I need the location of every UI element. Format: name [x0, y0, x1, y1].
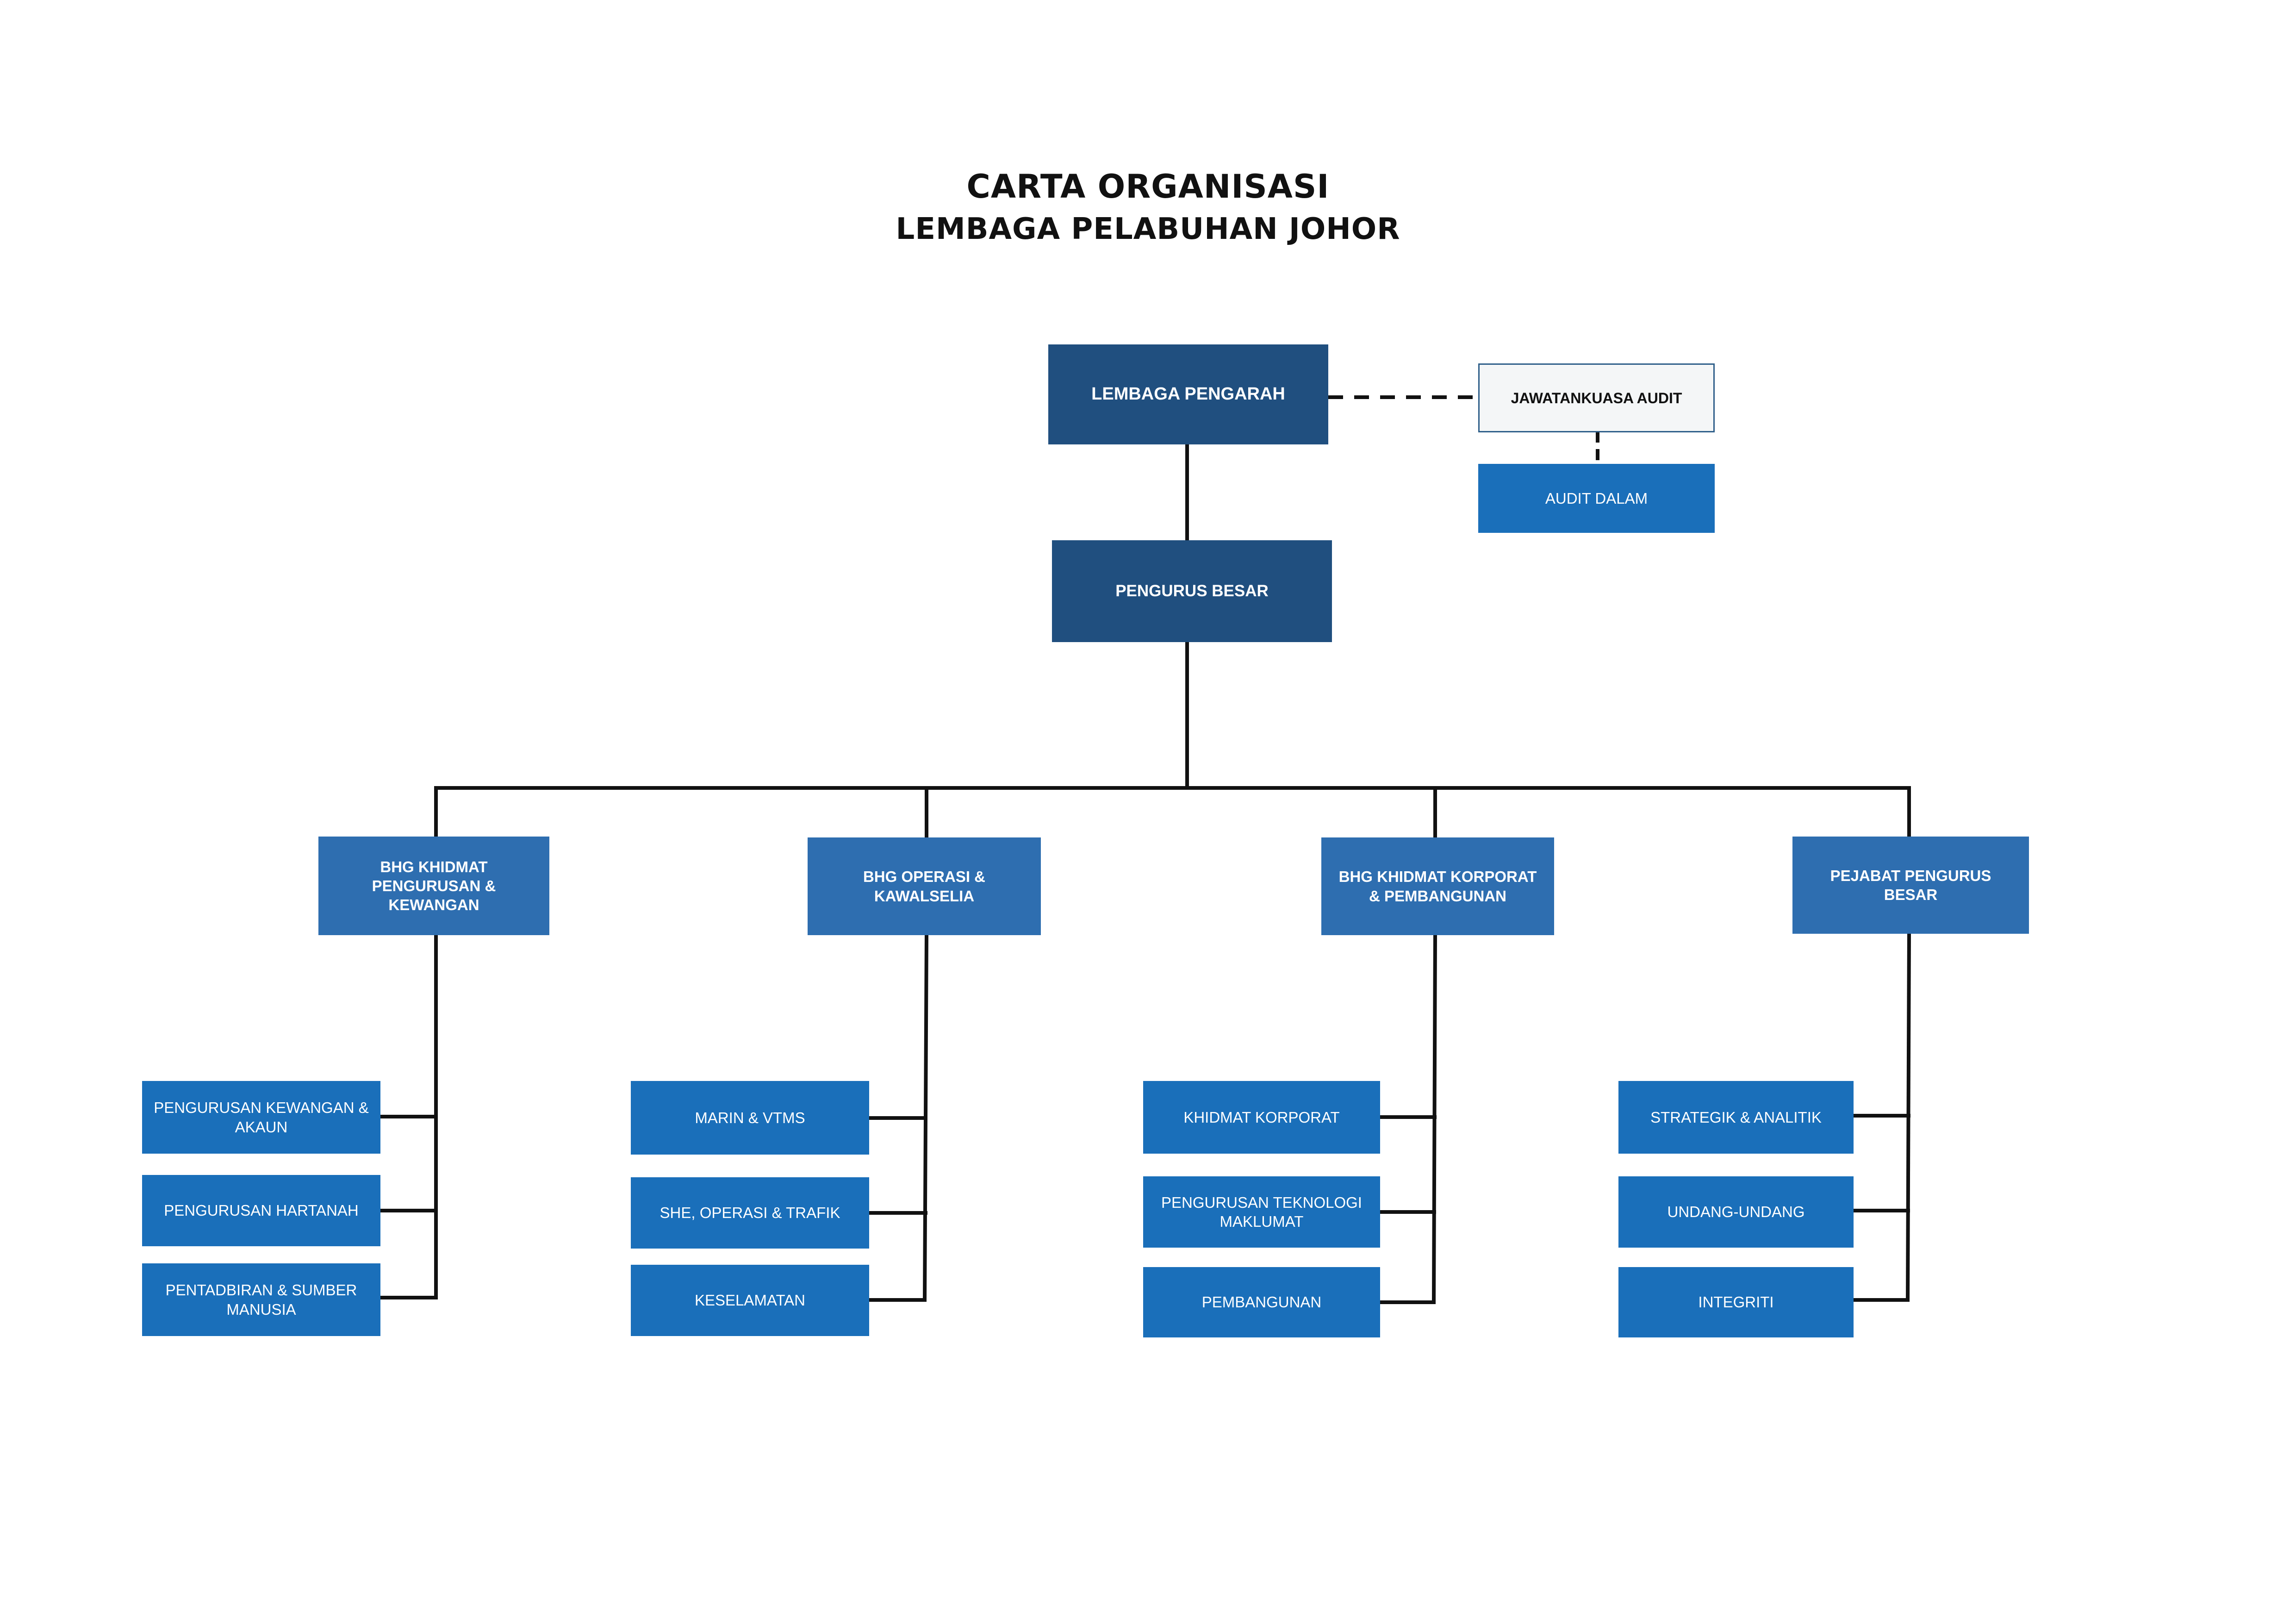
- node-audit-dalam: AUDIT DALAM: [1478, 464, 1715, 533]
- node-jawatankuasa-audit: JAWATANKUASA AUDIT: [1478, 363, 1715, 432]
- node-pengurus-besar: PENGURUS BESAR: [1052, 540, 1332, 642]
- node-unit-she-operasi-trafik: SHE, OPERASI & TRAFIK: [631, 1177, 869, 1249]
- node-unit-keselamatan: KESELAMATAN: [631, 1265, 869, 1336]
- node-unit-pengurusan-teknologi-maklumat: PENGURUSAN TEKNOLOGI MAKLUMAT: [1143, 1176, 1380, 1248]
- node-unit-pengurusan-hartanah: PENGURUSAN HARTANAH: [142, 1175, 380, 1246]
- node-div-khidmat-korporat-pembangunan: BHG KHIDMAT KORPORAT & PEMBANGUNAN: [1321, 837, 1554, 935]
- node-unit-strategik-analitik: STRATEGIK & ANALITIK: [1618, 1081, 1854, 1154]
- node-unit-pentadbiran-sumber-manusia: PENTADBIRAN & SUMBER MANUSIA: [142, 1263, 380, 1336]
- node-unit-undang-undang: UNDANG-UNDANG: [1618, 1176, 1854, 1248]
- node-unit-marin-vtms: MARIN & VTMS: [631, 1081, 869, 1155]
- node-div-operasi-kawalselia: BHG OPERASI & KAWALSELIA: [808, 837, 1041, 935]
- chart-subtitle: LEMBAGA PELABUHAN JOHOR: [896, 212, 1400, 246]
- node-div-pejabat-pengurus-besar: PEJABAT PENGURUS BESAR: [1792, 837, 2029, 934]
- chart-title: CARTA ORGANISASI: [966, 168, 1330, 206]
- node-unit-pengurusan-kewangan-akaun: PENGURUSAN KEWANGAN & AKAUN: [142, 1081, 380, 1154]
- node-unit-khidmat-korporat: KHIDMAT KORPORAT: [1143, 1081, 1380, 1154]
- node-div-khidmat-pengurusan-kewangan: BHG KHIDMAT PENGURUSAN & KEWANGAN: [318, 837, 549, 935]
- node-unit-integriti: INTEGRITI: [1618, 1267, 1854, 1337]
- node-unit-pembangunan: PEMBANGUNAN: [1143, 1267, 1380, 1337]
- node-lembaga-pengarah: LEMBAGA PENGARAH: [1048, 344, 1328, 444]
